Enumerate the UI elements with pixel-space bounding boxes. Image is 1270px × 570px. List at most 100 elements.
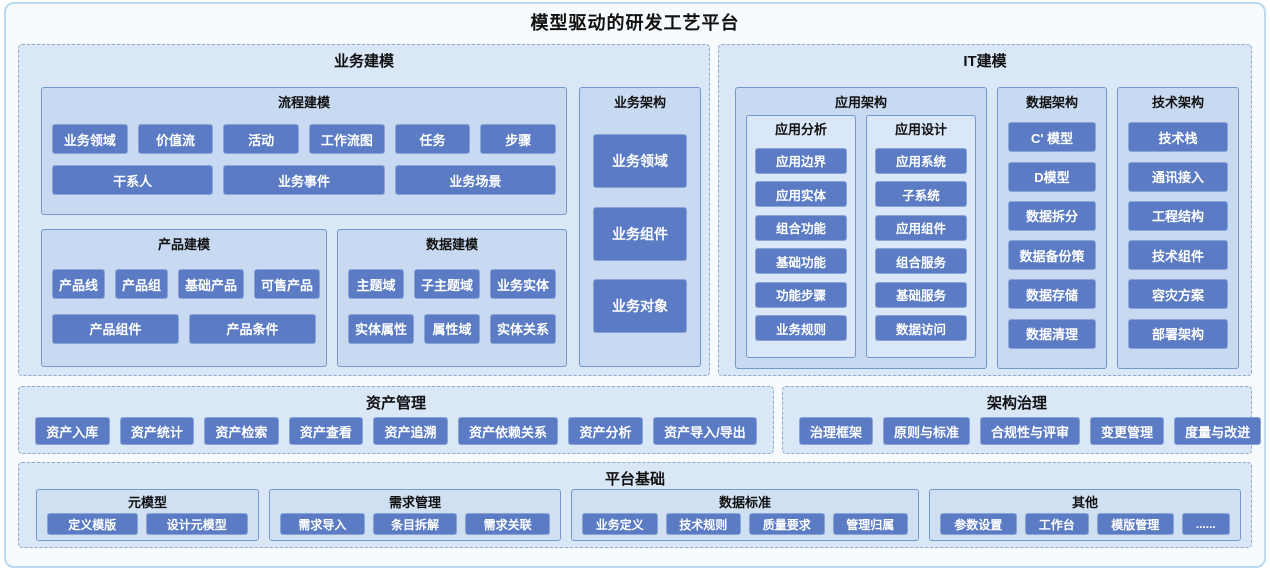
others-title: 其他 bbox=[1071, 495, 1098, 510]
module-block[interactable]: 业务领域 bbox=[52, 124, 128, 154]
module-block[interactable]: 原则与标准 bbox=[883, 417, 971, 445]
module-block[interactable]: 模版管理 bbox=[1097, 513, 1174, 535]
module-block[interactable]: 业务对象 bbox=[593, 279, 687, 334]
module-block[interactable]: 数据备份策 bbox=[1008, 240, 1096, 271]
module-block[interactable]: 工程结构 bbox=[1128, 200, 1228, 231]
module-block[interactable]: 应用边界 bbox=[755, 147, 847, 174]
section-asset-management: 资产管理 资产入库资产统计资产检索资产查看资产追溯资产依赖关系资产分析资产导入/… bbox=[18, 386, 774, 454]
module-block[interactable]: 度量与改进 bbox=[1174, 417, 1262, 445]
module-block[interactable]: 干系人 bbox=[52, 165, 214, 195]
module-block[interactable]: 管理归属 bbox=[832, 513, 908, 535]
application-analysis-title: 应用分析 bbox=[774, 122, 827, 137]
module-block[interactable]: 任务 bbox=[394, 124, 471, 154]
module-block[interactable]: 应用组件 bbox=[875, 214, 967, 241]
module-block[interactable]: 基础功能 bbox=[755, 248, 847, 275]
platform-foundation-title: 平台基础 bbox=[604, 471, 665, 488]
module-block[interactable]: 数据清理 bbox=[1008, 318, 1096, 349]
module-block[interactable]: 需求导入 bbox=[280, 513, 365, 535]
module-block[interactable]: 资产入库 bbox=[35, 417, 110, 445]
module-block[interactable]: D模型 bbox=[1008, 161, 1096, 192]
column-application-design: 应用设计 应用系统子系统应用组件组合服务基础服务数据访问 bbox=[866, 115, 976, 358]
module-block[interactable]: 容灾方案 bbox=[1128, 279, 1228, 310]
module-block[interactable]: C' 模型 bbox=[1008, 122, 1096, 153]
module-block[interactable]: 应用系统 bbox=[875, 147, 967, 174]
module-block[interactable]: 技术栈 bbox=[1128, 122, 1228, 153]
meta-model-list: 定义模版设计元模型 bbox=[37, 511, 258, 542]
module-block[interactable]: 治理框架 bbox=[799, 417, 874, 445]
module-block[interactable]: 资产分析 bbox=[568, 417, 643, 445]
module-block[interactable]: 产品条件 bbox=[189, 313, 316, 344]
module-block[interactable]: 产品线 bbox=[52, 269, 106, 300]
module-block[interactable]: 价值流 bbox=[137, 124, 214, 154]
module-block[interactable]: 业务实体 bbox=[489, 269, 556, 300]
module-block[interactable]: 数据访问 bbox=[875, 315, 967, 342]
module-block[interactable]: 资产导入/导出 bbox=[652, 417, 757, 445]
business-architecture-list: 业务领域业务组件业务对象 bbox=[580, 111, 700, 366]
module-block[interactable]: 应用实体 bbox=[755, 181, 847, 208]
module-block[interactable]: 步骤 bbox=[480, 124, 557, 154]
module-block[interactable]: 主题域 bbox=[348, 269, 404, 300]
module-block[interactable]: 数据拆分 bbox=[1008, 200, 1096, 231]
module-block[interactable]: 资产查看 bbox=[288, 417, 364, 445]
meta-model-title: 元模型 bbox=[127, 495, 167, 510]
module-block[interactable]: 可售产品 bbox=[254, 269, 321, 300]
module-block[interactable]: 属性域 bbox=[424, 313, 480, 344]
module-block[interactable]: 业务领域 bbox=[593, 133, 687, 188]
module-block[interactable]: 实体属性 bbox=[348, 313, 415, 344]
module-block[interactable]: 活动 bbox=[223, 124, 300, 154]
module-block[interactable]: 技术规则 bbox=[665, 513, 741, 535]
module-block[interactable]: 定义模版 bbox=[47, 513, 138, 535]
module-block[interactable]: 子主题域 bbox=[413, 269, 480, 300]
module-block[interactable]: 参数设置 bbox=[940, 513, 1017, 535]
group-business-architecture: 业务架构 业务领域业务组件业务对象 bbox=[579, 87, 701, 367]
section-business-modeling: 业务建模 流程建模 业务领域价值流活动工作流图任务步骤 干系人业务事件业务场景 … bbox=[18, 44, 710, 376]
module-block[interactable]: 资产统计 bbox=[119, 417, 195, 445]
group-meta-model: 元模型 定义模版设计元模型 bbox=[36, 489, 259, 541]
module-block[interactable]: 质量要求 bbox=[749, 513, 825, 535]
module-block[interactable]: 组合服务 bbox=[875, 248, 967, 275]
module-block[interactable]: 工作流图 bbox=[309, 124, 385, 154]
module-block[interactable]: 业务场景 bbox=[394, 165, 556, 195]
module-block[interactable]: 功能步骤 bbox=[755, 281, 847, 308]
product-modeling-rows: 产品线产品组基础产品可售产品 产品组件产品条件 bbox=[42, 253, 326, 366]
module-block[interactable]: 组合功能 bbox=[755, 214, 847, 241]
module-block[interactable]: 条目拆解 bbox=[372, 513, 458, 535]
module-block[interactable]: 产品组件 bbox=[52, 313, 179, 344]
module-block[interactable]: 通讯接入 bbox=[1128, 161, 1228, 192]
module-block[interactable]: 技术组件 bbox=[1128, 240, 1228, 271]
module-block[interactable]: 实体关系 bbox=[489, 313, 556, 344]
module-block[interactable]: ...... bbox=[1181, 513, 1230, 535]
module-block[interactable]: 基础产品 bbox=[178, 269, 245, 300]
data-modeling-rows: 主题域子主题域业务实体 实体属性属性域实体关系 bbox=[338, 253, 566, 366]
module-block[interactable]: 工作台 bbox=[1024, 513, 1089, 535]
module-block[interactable]: 部署架构 bbox=[1128, 318, 1228, 349]
business-architecture-title: 业务架构 bbox=[613, 95, 666, 110]
module-block[interactable]: 变更管理 bbox=[1090, 417, 1165, 445]
group-requirement-management: 需求管理 需求导入条目拆解需求关联 bbox=[269, 489, 561, 541]
module-block[interactable]: 业务事件 bbox=[223, 165, 385, 195]
module-block[interactable]: 基础服务 bbox=[875, 281, 967, 308]
block-row: 产品线产品组基础产品可售产品 bbox=[52, 269, 321, 300]
module-block[interactable]: 合规性与评审 bbox=[980, 417, 1081, 445]
block-row: 业务领域价值流活动工作流图任务步骤 bbox=[52, 124, 557, 154]
module-block[interactable]: 业务定义 bbox=[582, 513, 658, 535]
module-block[interactable]: 资产检索 bbox=[204, 417, 279, 445]
module-block[interactable]: 设计元模型 bbox=[145, 513, 248, 535]
module-block[interactable]: 需求关联 bbox=[465, 513, 551, 535]
application-design-title: 应用设计 bbox=[894, 122, 947, 137]
module-block[interactable]: 资产追溯 bbox=[373, 417, 448, 445]
module-block[interactable]: 资产依赖关系 bbox=[457, 417, 559, 445]
module-block[interactable]: 业务组件 bbox=[593, 206, 687, 261]
requirement-management-title: 需求管理 bbox=[388, 495, 441, 510]
requirement-management-list: 需求导入条目拆解需求关联 bbox=[270, 511, 560, 542]
module-block[interactable]: 子系统 bbox=[875, 181, 967, 208]
data-modeling-title: 数据建模 bbox=[425, 237, 478, 252]
page-title: 模型驱动的研发工艺平台 bbox=[530, 13, 740, 33]
module-block[interactable]: 产品组 bbox=[115, 269, 169, 300]
process-modeling-rows: 业务领域价值流活动工作流图任务步骤 干系人业务事件业务场景 bbox=[42, 111, 566, 214]
module-block[interactable]: 数据存储 bbox=[1008, 279, 1096, 310]
architecture-governance-title: 架构治理 bbox=[986, 395, 1047, 412]
module-block[interactable]: 业务规则 bbox=[755, 315, 847, 342]
